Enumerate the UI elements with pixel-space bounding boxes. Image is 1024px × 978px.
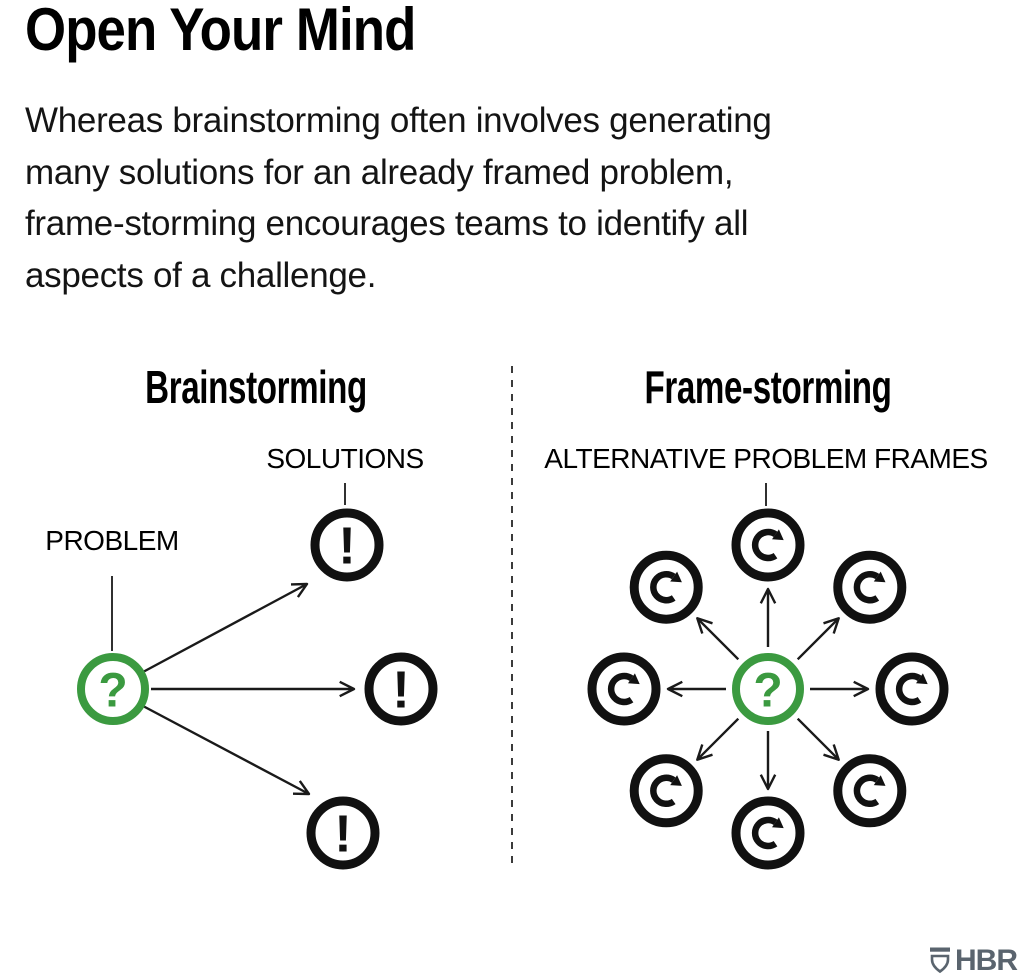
frame-storming-heading: Frame-storming: [644, 361, 892, 413]
exclamation-icon: !: [338, 518, 355, 576]
cycle-arrow-icon: [895, 672, 928, 706]
arrow: [142, 582, 309, 674]
solution-node: !: [310, 508, 384, 582]
frame-node: [731, 796, 805, 870]
arrow: [151, 680, 356, 698]
page-title: Open Your Mind: [25, 0, 416, 63]
exclamation-icon: !: [392, 662, 409, 720]
arrow: [696, 617, 740, 661]
diagram-area: Brainstorming Frame-storming SOLUTIONS P…: [0, 358, 1024, 878]
frame-node: [833, 550, 907, 624]
problem-node: ?: [77, 653, 149, 725]
arrow: [796, 717, 840, 761]
frame-node: [587, 652, 661, 726]
arrow: [810, 680, 870, 698]
frame-node: [875, 652, 949, 726]
hbr-logo-text: HBR: [955, 944, 1018, 977]
arrow: [142, 704, 311, 796]
cycle-arrow-icon: [650, 774, 682, 808]
cycle-arrow-icon: [607, 672, 640, 706]
hbr-logo: HBR: [929, 944, 1018, 977]
solutions-label: SOLUTIONS: [266, 443, 424, 474]
frame-node: [629, 754, 703, 828]
question-icon: ?: [98, 664, 127, 717]
solution-node: !: [364, 652, 438, 726]
cycle-arrow-icon: [650, 570, 682, 604]
diagram-graphics: ?!!!?: [77, 366, 949, 870]
frame-node: [731, 508, 805, 582]
question-icon: ?: [753, 664, 782, 717]
cycle-arrow-icon: [853, 774, 886, 808]
brainstorming-heading: Brainstorming: [145, 361, 367, 413]
exclamation-icon: !: [334, 806, 351, 864]
frame-node: [833, 754, 907, 828]
alternative-problem-frames-label: ALTERNATIVE PROBLEM FRAMES: [544, 443, 988, 474]
solution-node: !: [306, 796, 380, 870]
arrow: [759, 587, 777, 647]
cycle-arrow-icon: [853, 570, 886, 604]
arrow: [696, 717, 740, 761]
hbr-shield-icon: [930, 947, 950, 974]
frame-node: [629, 550, 703, 624]
problem-node: ?: [732, 653, 804, 725]
cycle-arrow-icon: [751, 816, 784, 850]
subtitle-text: Whereas brainstorming often involves gen…: [25, 101, 772, 295]
problem-label: PROBLEM: [45, 525, 179, 556]
cycle-arrow-icon: [751, 528, 784, 562]
arrow: [666, 680, 726, 698]
arrow: [759, 731, 777, 791]
arrow: [796, 617, 840, 661]
